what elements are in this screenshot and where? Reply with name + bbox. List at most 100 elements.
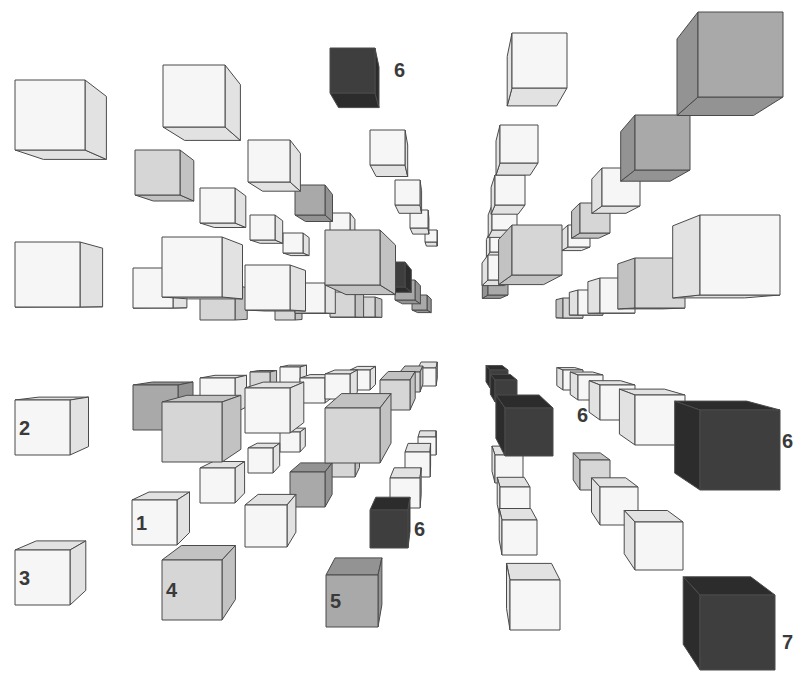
cube-face [573, 453, 580, 490]
cube-face [355, 292, 364, 317]
cube-face [177, 492, 190, 545]
callout-number: 6 [414, 519, 425, 539]
cube-face [375, 48, 379, 108]
cube-face [380, 394, 391, 463]
cube-front [635, 522, 683, 570]
cube-face [415, 280, 420, 304]
cube-face [683, 577, 700, 670]
cube-face [275, 215, 283, 243]
cube-number: 3 [19, 568, 30, 588]
cube-front [283, 233, 303, 253]
cube-face [588, 278, 600, 313]
cube-face [507, 563, 511, 630]
cube-face [592, 168, 602, 213]
cube-face [499, 225, 512, 285]
cube-front [325, 230, 380, 285]
cube-front [15, 80, 85, 150]
numbered-cube: 3 [15, 550, 70, 605]
numbered-cube: 2 [15, 400, 70, 455]
cube-face [370, 366, 376, 390]
cube-face [589, 381, 600, 420]
callout-number: 6 [394, 60, 405, 80]
cube-face [325, 185, 333, 222]
cube-face [405, 262, 411, 292]
cube-front [245, 388, 290, 433]
numbered-cube: 4 [162, 560, 222, 620]
cube-number: 2 [19, 418, 30, 438]
cube-face [499, 509, 537, 521]
cube-face [624, 511, 635, 571]
cube-face [592, 478, 601, 525]
cube-face [222, 395, 241, 462]
cube-front [162, 560, 222, 620]
cube-face [70, 541, 86, 605]
cube-face [300, 428, 305, 452]
cube-face [496, 395, 553, 408]
cube-front [15, 400, 70, 455]
cube-face [326, 558, 382, 575]
cube-front [370, 510, 408, 548]
cube-face [619, 389, 635, 445]
cube-face [380, 372, 415, 381]
cube-number: 4 [166, 580, 177, 600]
cube-face [572, 203, 580, 238]
cube-front [135, 150, 180, 195]
cube-face [507, 33, 512, 106]
callout-number: 7 [782, 632, 793, 652]
cube-front [248, 140, 290, 182]
cube-front [502, 520, 537, 555]
cube-face [378, 558, 382, 627]
cube-face [222, 237, 243, 299]
cube-face [482, 255, 488, 286]
cube-face [490, 374, 495, 402]
cube-face [290, 382, 304, 433]
cube-front [512, 33, 567, 88]
cube-face [507, 563, 561, 580]
cube-face [496, 125, 500, 175]
cube-front [495, 175, 525, 205]
cube-front [245, 265, 290, 310]
numbered-cube: 5 [326, 575, 378, 627]
cube-face [290, 140, 300, 191]
cube-front [505, 408, 553, 456]
cube-face [180, 150, 194, 201]
cube-front [326, 575, 378, 627]
cube-front [162, 402, 222, 462]
cube-front [700, 215, 780, 295]
cube-front [248, 448, 273, 473]
cube-face [395, 205, 422, 213]
cube-face [491, 205, 525, 214]
cube-front [280, 432, 300, 452]
cube-face [507, 88, 567, 106]
cube-front [330, 48, 375, 93]
cube-face [273, 443, 280, 473]
cube-face [410, 228, 429, 234]
cube-face [557, 368, 563, 390]
cube-front [15, 550, 70, 605]
cube-face [85, 80, 106, 159]
cube-face [491, 175, 495, 214]
cube-front [370, 130, 405, 165]
cube-front [395, 180, 420, 205]
cube-face [235, 188, 246, 228]
cube-face [225, 65, 240, 140]
cube-face [673, 215, 700, 298]
cube-front [698, 12, 783, 97]
cube-face [677, 12, 698, 116]
cube-face [303, 233, 309, 256]
cube-face [235, 462, 245, 504]
cube-front [163, 65, 225, 127]
cube-front [500, 125, 538, 163]
cube-face [486, 366, 490, 388]
cube-front [200, 468, 235, 503]
cube-face [405, 443, 431, 452]
cube-face [621, 115, 635, 181]
cube-face [675, 401, 700, 490]
cube-front [162, 237, 222, 297]
cube-face [222, 546, 235, 621]
cube-face [556, 298, 563, 318]
cube-face [418, 431, 436, 437]
cube-face [70, 397, 89, 455]
